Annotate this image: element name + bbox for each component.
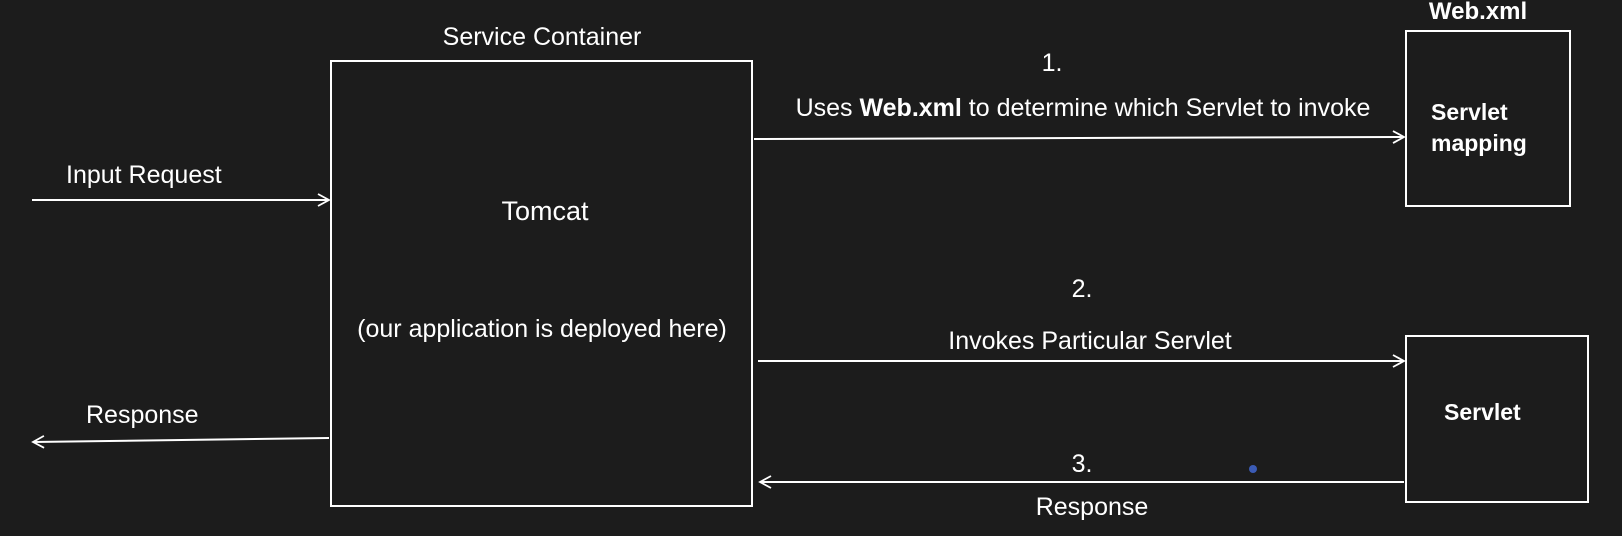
response-left-label: Response bbox=[86, 401, 199, 429]
step1-number: 1. bbox=[1041, 49, 1063, 77]
servlet-mapping-text: Servlet mapping bbox=[1431, 97, 1527, 159]
step1-prefix: Uses bbox=[795, 94, 860, 122]
input-request-label: Input Request bbox=[66, 161, 222, 189]
service-container-label: Service Container bbox=[442, 23, 642, 51]
webxml-title: Web.xml bbox=[1428, 0, 1528, 25]
tomcat-box bbox=[330, 60, 753, 507]
step3-label: Response bbox=[1035, 493, 1149, 521]
response-left-arrow bbox=[31, 435, 330, 449]
step2-label: Invokes Particular Servlet bbox=[948, 327, 1232, 355]
cursor-dot bbox=[1249, 465, 1257, 473]
deployed-note-label: (our application is deployed here) bbox=[357, 315, 727, 343]
servlet-mapping-line2: mapping bbox=[1431, 130, 1527, 156]
tomcat-label: Tomcat bbox=[501, 196, 589, 226]
step1-bold: Web.xml bbox=[859, 94, 962, 122]
step1-arrow bbox=[753, 130, 1406, 144]
servlet-box-label: Servlet bbox=[1444, 399, 1521, 425]
step1-label: Uses Web.xml to determine which Servlet … bbox=[796, 93, 1371, 123]
servlet-mapping-line1: Servlet bbox=[1431, 99, 1508, 125]
step3-number: 3. bbox=[1071, 450, 1093, 478]
step1-suffix: to determine which Servlet to invoke bbox=[961, 94, 1371, 122]
servlet-box bbox=[1405, 335, 1589, 503]
servlet-mapping-box bbox=[1405, 30, 1571, 207]
step2-number: 2. bbox=[1071, 275, 1093, 303]
